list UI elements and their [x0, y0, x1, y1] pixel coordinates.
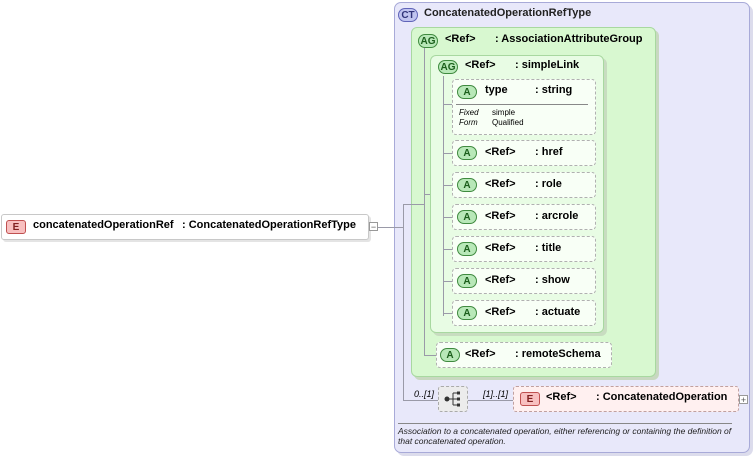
sequence-to-child: [468, 400, 514, 401]
root-branch-to-group: [403, 204, 424, 205]
connector-title: [443, 249, 452, 250]
attribute-title-ref: <Ref>: [485, 242, 516, 254]
child-element-badge: E: [520, 392, 540, 406]
inner-group-spine: [443, 76, 444, 316]
attribute-remote-schema-name: : remoteSchema: [515, 348, 601, 360]
child-expand-toggle[interactable]: +: [739, 395, 748, 405]
connector-actuate: [443, 313, 452, 314]
attribute-href-ref: <Ref>: [485, 146, 516, 158]
attribute-arcrole-ref: <Ref>: [485, 210, 516, 222]
root-element-type: : ConcatenatedOperationRefType: [182, 219, 356, 231]
sequence-occurrence-right: [1]..[1]: [483, 389, 509, 399]
attribute-type-fixed-value: simple: [492, 108, 516, 117]
child-element-ref: <Ref>: [546, 391, 577, 403]
attribute-group-inner-badge: AG: [438, 60, 458, 74]
connector-show: [443, 281, 452, 282]
attribute-type-divider: [456, 104, 588, 105]
attribute-group-outer-ref: <Ref>: [445, 33, 476, 45]
attribute-type-form-value: Qualified: [492, 118, 524, 127]
sequence-icon: [444, 391, 460, 407]
attribute-title-badge: A: [457, 242, 477, 256]
attribute-role[interactable]: [452, 172, 596, 198]
attribute-actuate-ref: <Ref>: [485, 306, 516, 318]
attribute-remote-schema-badge: A: [440, 348, 460, 362]
complex-type-name: ConcatenatedOperationRefType: [424, 7, 592, 19]
attribute-group-outer-name: : AssociationAttributeGroup: [495, 33, 643, 45]
attribute-role-badge: A: [457, 178, 477, 192]
description-divider: [398, 423, 732, 424]
attribute-arcrole-name: : arcrole: [535, 210, 579, 222]
root-branch-to-sequence: [403, 400, 438, 401]
attribute-href-badge: A: [457, 146, 477, 160]
attribute-role-ref: <Ref>: [485, 178, 516, 190]
attribute-show-ref: <Ref>: [485, 274, 516, 286]
connector-arcrole: [443, 217, 452, 218]
connector-inner-group: [424, 194, 430, 195]
root-element-box[interactable]: [1, 214, 369, 240]
attribute-href-name: : href: [535, 146, 563, 158]
attribute-actuate-name: : actuate: [535, 306, 581, 318]
attribute-show-badge: A: [457, 274, 477, 288]
root-connector: [378, 227, 404, 228]
child-element-name: : ConcatenatedOperation: [596, 391, 728, 403]
complex-type-description: Association to a concatenated operation,…: [398, 426, 732, 446]
attribute-role-name: : role: [535, 178, 562, 190]
attribute-type-name: type: [485, 84, 508, 96]
attribute-arcrole-badge: A: [457, 210, 477, 224]
root-collapse-toggle[interactable]: −: [369, 222, 378, 232]
attribute-group-inner-name: : simpleLink: [515, 59, 580, 71]
attribute-show[interactable]: [452, 268, 596, 294]
connector-href: [443, 153, 452, 154]
connector-type: [443, 104, 452, 105]
connector-role: [443, 185, 452, 186]
outer-group-spine: [424, 48, 425, 356]
attribute-type-fixed-label: Fixed: [459, 108, 479, 117]
root-branch-spine: [403, 204, 404, 400]
attribute-remote-schema-ref: <Ref>: [465, 348, 496, 360]
attribute-show-name: : show: [535, 274, 570, 286]
connector-remote-schema: [424, 355, 436, 356]
child-element-box[interactable]: [513, 386, 739, 412]
sequence-occurrence-left: 0..[1]: [414, 389, 435, 399]
attribute-group-outer-badge: AG: [418, 34, 438, 48]
attribute-remote-schema[interactable]: [436, 342, 612, 368]
attribute-title-name: : title: [535, 242, 562, 254]
root-element-name: concatenatedOperationRef: [33, 219, 174, 231]
attribute-group-inner-ref: <Ref>: [465, 59, 496, 71]
sequence-compositor[interactable]: [438, 386, 468, 412]
attribute-type-type: : string: [535, 84, 573, 96]
attribute-type-form-label: Form: [459, 118, 478, 127]
complex-type-badge: CT: [398, 8, 418, 22]
attribute-actuate-badge: A: [457, 306, 477, 320]
root-element-badge: E: [6, 220, 26, 234]
attribute-type-badge: A: [457, 85, 477, 99]
